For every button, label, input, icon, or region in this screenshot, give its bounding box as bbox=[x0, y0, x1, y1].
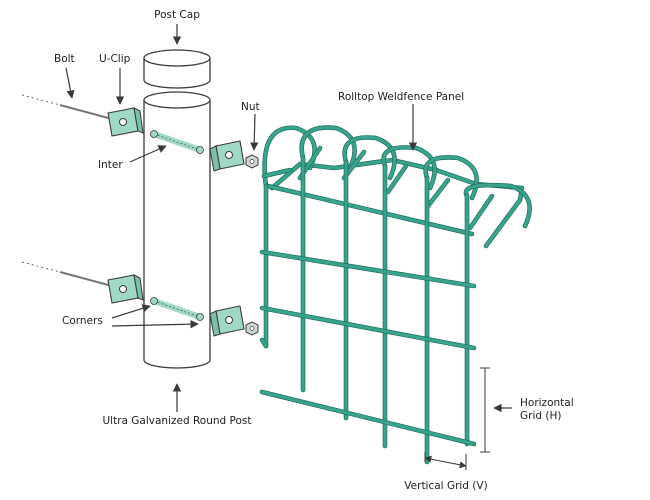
panel-roll-brace bbox=[468, 194, 494, 230]
u-clip-upper-right bbox=[209, 140, 245, 172]
nut-lower bbox=[245, 321, 259, 336]
panel-rolltop-arc bbox=[300, 125, 357, 170]
panel-rolltop-arc bbox=[464, 183, 532, 228]
label-panel: Rolltop Weldfence Panel bbox=[338, 91, 464, 103]
u-clip-upper-left bbox=[107, 107, 144, 137]
nut-upper bbox=[245, 154, 259, 169]
label-vertical-grid: Vertical Grid (V) bbox=[404, 480, 487, 492]
vertical-grid-dimension bbox=[424, 452, 467, 470]
panel-top-rail bbox=[266, 184, 474, 236]
label-horizontal-grid-2: Grid (H) bbox=[520, 410, 561, 422]
panel-horizontal-wire bbox=[260, 250, 476, 288]
panel-top-lip bbox=[262, 168, 292, 178]
panel-bottom-end bbox=[260, 338, 268, 348]
weldfence-panel bbox=[259, 125, 532, 465]
u-clip-lower-right bbox=[209, 305, 245, 337]
panel-roll-brace bbox=[386, 164, 408, 194]
u-clip-lower-left bbox=[107, 274, 144, 304]
label-u-clip: U-Clip bbox=[99, 53, 131, 65]
label-corners: Corners bbox=[62, 315, 103, 327]
panel-roll-brace bbox=[426, 178, 450, 208]
panel-horizontal-wire bbox=[260, 306, 476, 350]
bolt-lower bbox=[21, 261, 113, 288]
panel-rolltop-arc bbox=[424, 155, 479, 200]
label-horizontal-grid-1: Horizontal bbox=[520, 397, 574, 409]
corner-dowel-lower bbox=[150, 297, 204, 321]
panel-rolltop-arc bbox=[263, 126, 317, 188]
panel-horizontal-wire bbox=[260, 390, 476, 446]
label-bolt: Bolt bbox=[54, 53, 75, 65]
label-post-cap: Post Cap bbox=[154, 9, 200, 21]
leader-lines bbox=[65, 24, 512, 413]
horizontal-grid-dimension bbox=[480, 367, 490, 453]
label-nut: Nut bbox=[241, 101, 260, 113]
post-cap bbox=[143, 49, 211, 89]
panel-rolltop-arc bbox=[343, 135, 397, 180]
label-post: Ultra Galvanized Round Post bbox=[102, 415, 251, 427]
bolt-upper bbox=[21, 94, 113, 121]
label-inter: Inter bbox=[98, 159, 123, 171]
inter-dowel-upper bbox=[150, 130, 204, 154]
